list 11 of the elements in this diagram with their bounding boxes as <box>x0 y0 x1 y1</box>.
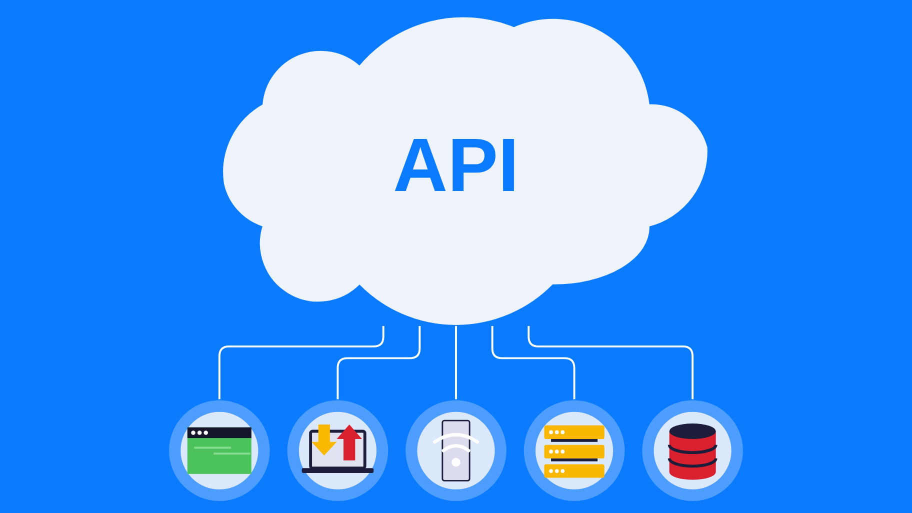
connector-line <box>528 326 694 400</box>
circle-node <box>524 400 625 502</box>
connector-line <box>336 326 421 400</box>
circle-node <box>642 400 743 502</box>
connector-line <box>218 326 384 400</box>
circle-node <box>169 400 270 502</box>
connector-line <box>455 326 457 400</box>
connector-line <box>491 326 576 400</box>
circle-node <box>406 400 506 502</box>
cloud-node: API <box>223 17 708 325</box>
circle-node <box>287 400 388 502</box>
